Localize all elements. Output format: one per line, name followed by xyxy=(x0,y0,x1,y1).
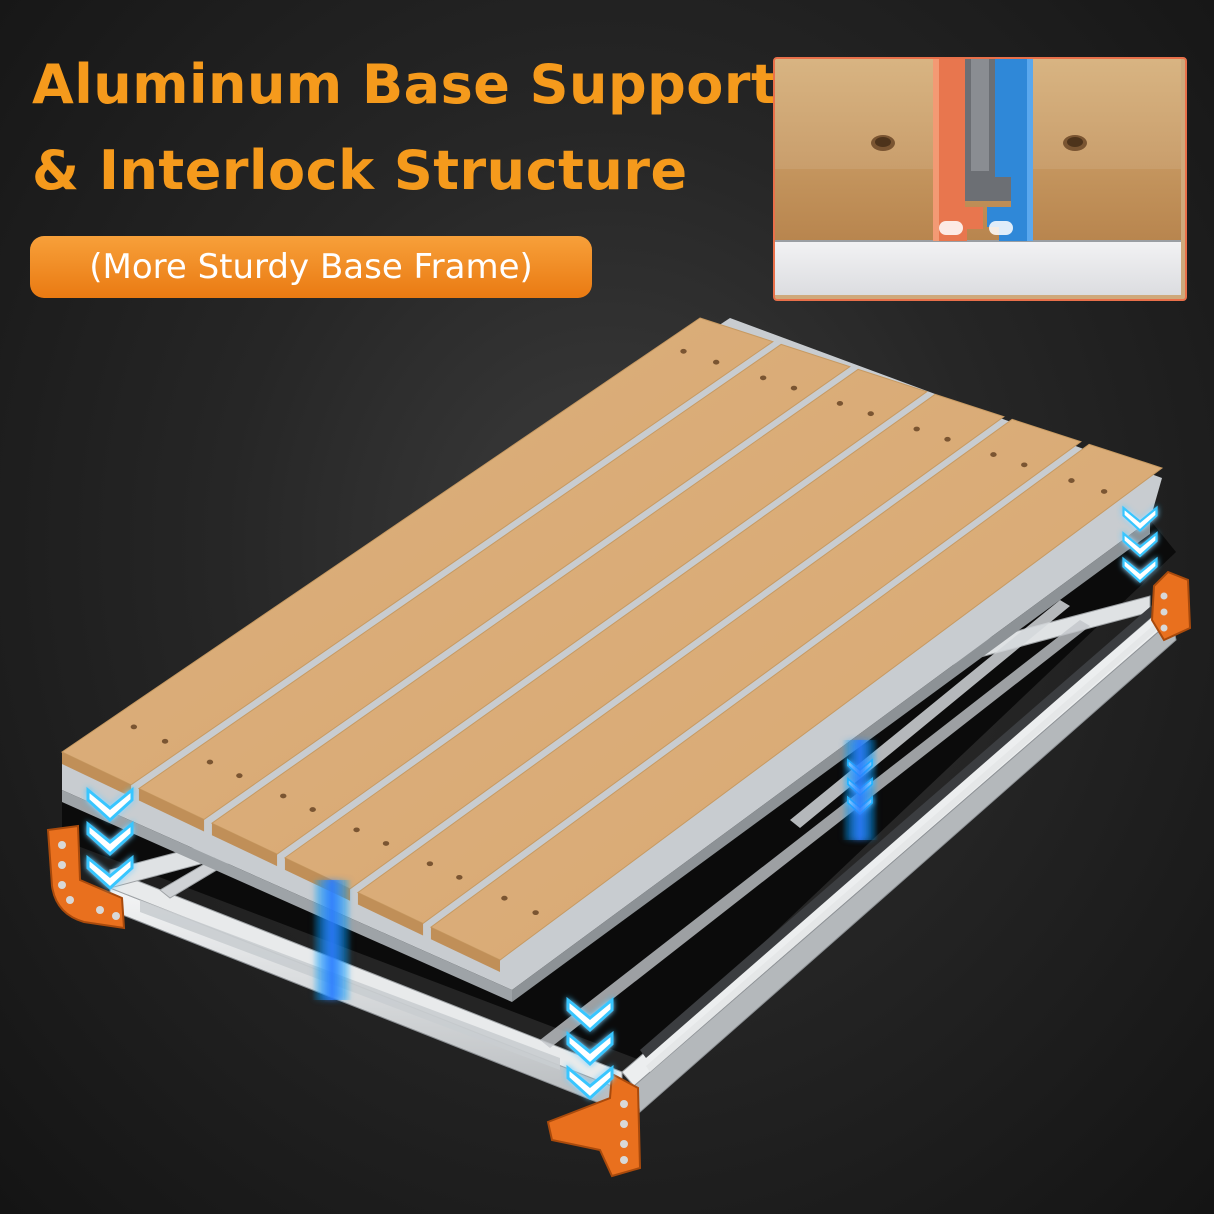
chevron-down-icon xyxy=(86,854,134,891)
corner-bracket-back-right xyxy=(1150,570,1192,642)
screw-hole xyxy=(532,910,539,916)
screw-hole xyxy=(790,385,798,391)
screw-hole xyxy=(382,841,390,846)
corner-bracket-front-right xyxy=(546,1072,642,1178)
glow-beam xyxy=(312,880,352,1000)
wood-slat-edge xyxy=(62,752,132,797)
wood-slat-edge xyxy=(211,823,278,867)
headline-line-2: & Interlock Structure xyxy=(32,139,688,202)
glow-beams xyxy=(312,740,878,1000)
chevron-down-icon xyxy=(86,786,134,823)
screw-hole xyxy=(353,827,360,833)
wood-spoilboard xyxy=(60,317,1164,1002)
down-chevron-arrow-icon xyxy=(86,786,134,891)
screw-hole xyxy=(1100,489,1108,494)
aluminum-base xyxy=(775,241,1181,295)
chevron-down-icon xyxy=(566,1030,614,1067)
sturdy-frame-badge: (More Sturdy Base Frame) xyxy=(30,236,592,298)
screw-hole xyxy=(206,759,214,765)
screw-hole xyxy=(426,861,434,867)
chevron-down-icon xyxy=(86,820,134,857)
interlock-closeup-illustration xyxy=(775,59,1181,295)
wood-slat-edge xyxy=(430,927,500,972)
interlock-left-profile xyxy=(933,59,983,241)
screw-hole xyxy=(990,452,997,457)
screw-hole xyxy=(309,807,316,812)
screw-hole xyxy=(161,738,169,744)
corner-bracket-front-left xyxy=(46,824,126,930)
screw-hole xyxy=(867,411,874,417)
interlock-closeup-photo xyxy=(773,57,1187,301)
glow-beam xyxy=(842,740,878,840)
screw-hole xyxy=(944,436,951,442)
headline-line-1: Aluminum Base Support xyxy=(32,53,778,116)
down-chevron-arrow-icon xyxy=(566,996,614,1101)
screw-hole xyxy=(913,426,920,432)
screw-hole xyxy=(836,401,844,406)
wood-slat-edge xyxy=(138,788,205,832)
wood-slat-edge xyxy=(357,892,424,936)
chevron-down-icon xyxy=(1122,531,1158,558)
chevron-down-icon xyxy=(566,1064,614,1101)
screw-hole xyxy=(280,793,287,799)
linear-guide xyxy=(640,600,1162,1058)
screw-hole xyxy=(680,348,687,354)
down-chevron-arrow-icon xyxy=(1122,505,1158,584)
screw-hole xyxy=(1068,478,1075,483)
screw-hole xyxy=(1021,462,1028,468)
screw-hole xyxy=(236,773,243,779)
screw-hole xyxy=(501,895,508,901)
interlock-right-profile xyxy=(987,59,1033,241)
screw-hole xyxy=(759,375,767,381)
screw-hole xyxy=(456,874,463,880)
chevron-down-icon xyxy=(1122,505,1158,533)
chevron-down-icon xyxy=(566,996,614,1033)
chevron-down-icon xyxy=(1122,556,1158,584)
screw-hole xyxy=(712,359,720,365)
screw-hole xyxy=(130,724,138,730)
